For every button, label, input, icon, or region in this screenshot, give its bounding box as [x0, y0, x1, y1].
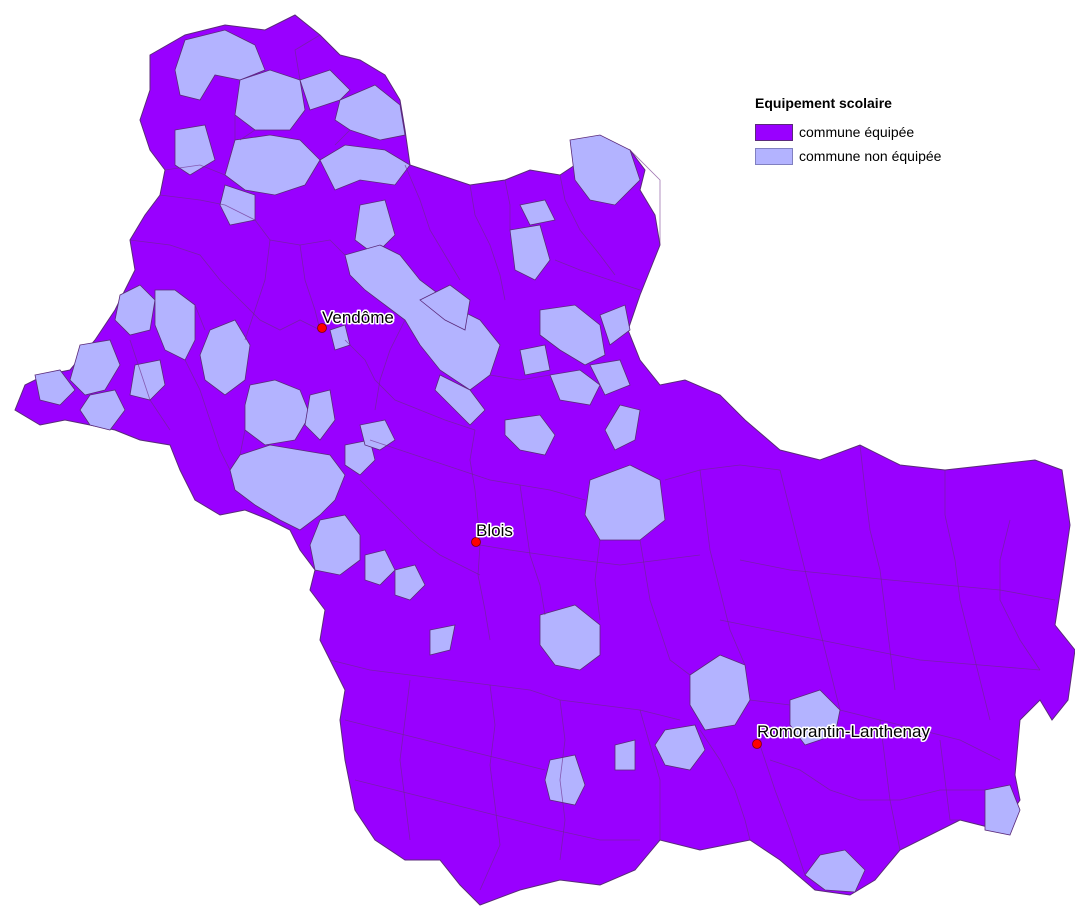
- city-blois: Blois: [471, 520, 514, 547]
- legend-label-non-equipped: commune non équipée: [799, 148, 942, 164]
- non-equipped-communes: [34, 29, 1021, 893]
- map-legend: Equipement scolaire commune équipée comm…: [755, 95, 941, 169]
- city-vendome: Vendôme: [317, 307, 395, 333]
- city-marker-romorantin: [752, 739, 762, 749]
- legend-swatch-non-equipped: [755, 147, 793, 165]
- legend-item-non-equipped: commune non équipée: [755, 145, 941, 167]
- legend-label-equipped: commune équipée: [799, 124, 915, 140]
- legend-item-equipped: commune équipée: [755, 121, 941, 143]
- city-label-blois: Blois: [476, 521, 513, 540]
- commune-boundaries: [129, 34, 1056, 891]
- city-label-romorantin: Romorantin-Lanthenay: [757, 722, 930, 741]
- legend-swatch-equipped: [755, 123, 793, 141]
- city-romorantin: Romorantin-Lanthenay: [752, 721, 932, 749]
- city-marker-vendome: [317, 323, 327, 333]
- legend-title: Equipement scolaire: [755, 95, 892, 111]
- city-marker-blois: [471, 537, 481, 547]
- city-label-vendome: Vendôme: [322, 308, 394, 327]
